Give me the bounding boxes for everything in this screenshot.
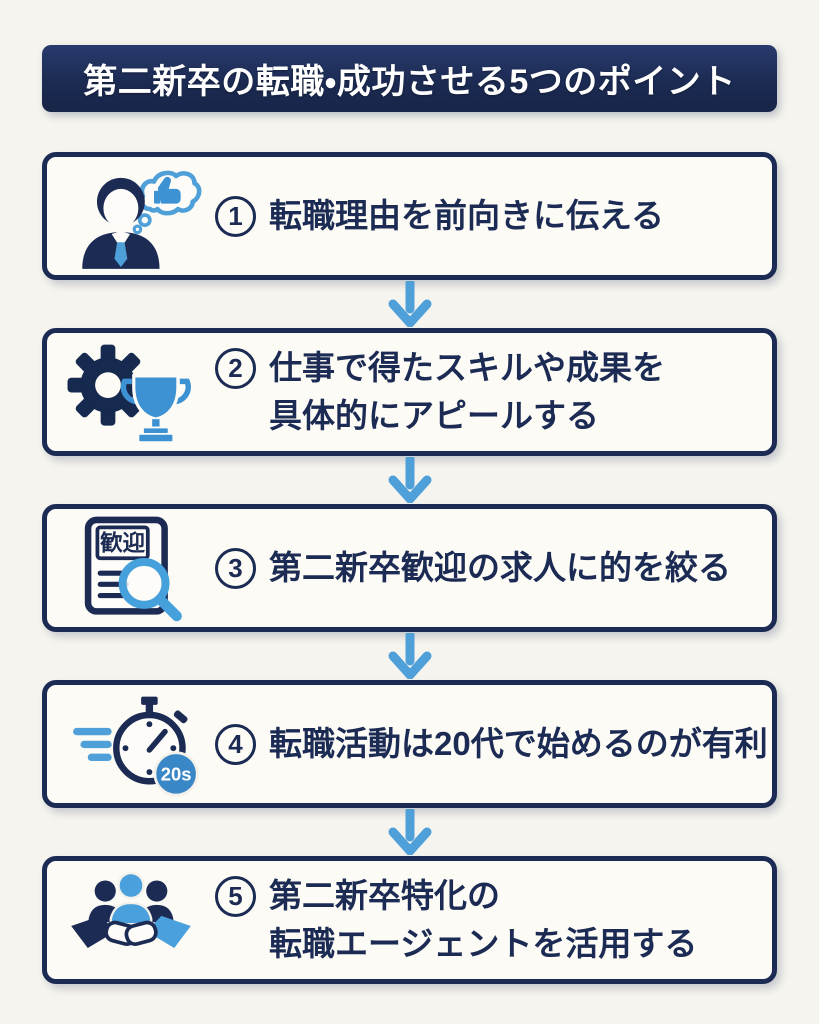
point-line1: 第二新卒特化の [269, 877, 500, 914]
point-text-2: 2 仕事で得たスキルや成果を 具体的にアピールする [215, 344, 772, 440]
point-line1: 転職理由を前向きに伝える [269, 197, 665, 234]
point-number: 3 [215, 547, 256, 589]
down-arrow-icon [42, 808, 777, 856]
team-handshake-icon [47, 867, 215, 973]
point-line2: 具体的にアピールする [269, 397, 599, 434]
point-line1: 第二新卒歓迎の求人に的を絞る [269, 549, 731, 586]
person-thought-thumbsup-icon [47, 163, 215, 269]
gear-trophy-icon [47, 339, 215, 445]
down-arrow-icon [42, 280, 777, 328]
down-arrow-icon [42, 632, 777, 680]
point-line1: 仕事で得たスキルや成果を [269, 349, 665, 386]
point-card-1: 1 転職理由を前向きに伝える [42, 152, 777, 280]
point-card-4: 20s 4 転職活動は20代で始めるのが有利 [42, 680, 777, 808]
stopwatch-icon: 20s [47, 691, 215, 797]
point-card-3: 歓迎 3 第二新卒歓迎の求人に的を絞る [42, 504, 777, 632]
stopwatch-badge-text: 20s [161, 763, 192, 784]
point-number: 5 [215, 875, 256, 917]
point-number: 2 [215, 347, 256, 389]
point-line1: 転職活動は20代で始めるのが有利 [269, 725, 768, 762]
document-label-text: 歓迎 [99, 530, 145, 556]
point-number: 4 [215, 723, 256, 765]
point-number: 1 [215, 195, 256, 237]
document-search-icon: 歓迎 [47, 514, 215, 622]
page-title: 第二新卒の転職・成功させる5つのポイント [83, 63, 736, 101]
point-card-5: 5 第二新卒特化の 転職エージェントを活用する [42, 856, 777, 984]
point-card-2: 2 仕事で得たスキルや成果を 具体的にアピールする [42, 328, 777, 456]
point-text-3: 3 第二新卒歓迎の求人に的を絞る [215, 544, 772, 592]
point-text-5: 5 第二新卒特化の 転職エージェントを活用する [215, 872, 772, 968]
point-line2: 転職エージェントを活用する [269, 925, 698, 962]
point-text-4: 4 転職活動は20代で始めるのが有利 [215, 720, 776, 768]
down-arrow-icon [42, 456, 777, 504]
point-text-1: 1 転職理由を前向きに伝える [215, 192, 772, 240]
title-banner: 第二新卒の転職・成功させる5つのポイント [42, 45, 777, 112]
